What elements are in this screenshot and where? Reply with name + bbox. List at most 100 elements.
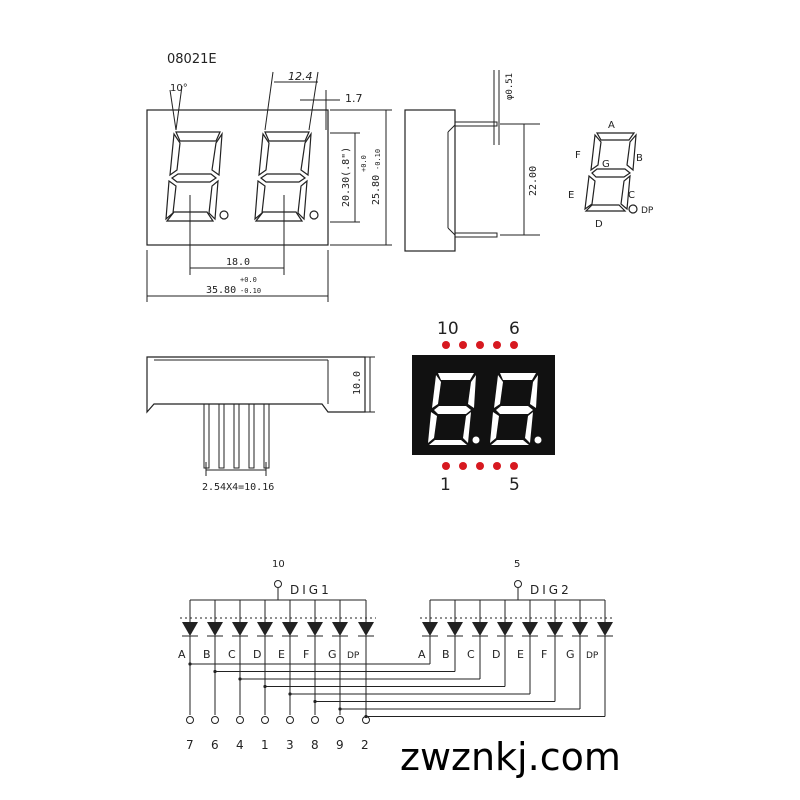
diode-icon (547, 622, 563, 636)
pin-terminal (286, 716, 294, 724)
display-photo: 10 6 1 5 (412, 319, 555, 495)
dig2-label: DIG2 (530, 583, 572, 597)
dim-body-depth: 10.0 (352, 371, 363, 395)
seg-label-g: G (602, 159, 610, 170)
seg-label: D (253, 648, 261, 661)
photo-pin-1: 1 (440, 475, 451, 495)
dig1-pin-number: 10 (272, 559, 285, 570)
seg-label: DP (347, 651, 360, 661)
schematic-seg-labels-2: A B C D E F G DP (418, 648, 599, 661)
junction-dot (313, 699, 317, 704)
dig1-terminal (274, 580, 282, 588)
pin-dot (493, 462, 501, 470)
dim-digit-height-tol-lower: -0.10 (374, 149, 382, 170)
junction-dot (364, 714, 368, 719)
diode-icon (422, 622, 438, 636)
dim-digit-pitch: 18.0 (226, 257, 250, 268)
dim-pin-span: 22.00 (528, 166, 539, 196)
schematic (180, 580, 615, 724)
schematic-pin-numbers: 7 6 4 1 3 8 9 2 (186, 738, 369, 752)
pin-terminal (311, 716, 319, 724)
photo-digit-2 (490, 373, 542, 445)
diode-icon (597, 622, 613, 636)
photo-pin-5: 5 (509, 475, 520, 495)
dim-pin-diameter: φ0.51 (505, 73, 515, 100)
pin-number: 6 (211, 738, 219, 752)
diode-icon (182, 622, 198, 636)
dim-digit-height-tol-upper: +0.0 (360, 155, 368, 172)
seg-label: DP (586, 651, 599, 661)
junction-dot (288, 692, 292, 696)
dim-offset: 1.7 (345, 92, 363, 105)
junction-dot (213, 669, 217, 674)
seg-label: F (541, 648, 547, 661)
seg-label: B (442, 648, 450, 661)
pin-number: 2 (361, 738, 369, 752)
seg-label-c: C (628, 190, 635, 201)
diode-icon (207, 622, 223, 636)
front-view: 10° 12.4 1.7 20.30(.8") +0.0 -0.10 25.80… (146, 70, 392, 302)
pin-number: 3 (286, 738, 294, 752)
seg-label: D (492, 648, 500, 661)
seg-label-d: D (595, 219, 603, 230)
photo-digit-1 (428, 373, 480, 445)
pin-dot (510, 341, 518, 349)
dim-digit-height: 20.30(.8") (341, 147, 352, 207)
pin-dot (476, 341, 484, 349)
pin-number: 9 (336, 738, 344, 752)
diode-icon (522, 622, 538, 636)
dim-segment-width: 12.4 (288, 70, 313, 83)
seg-label-f: F (575, 150, 581, 161)
pin-terminal (236, 716, 244, 724)
seg-label: C (228, 648, 236, 661)
diode-icon (497, 622, 513, 636)
diode-icon (332, 622, 348, 636)
pin-number: 4 (236, 738, 244, 752)
seg-label: B (203, 648, 211, 661)
pin-dot (442, 341, 450, 349)
photo-pin-10: 10 (437, 319, 459, 339)
part-number: 08021E (167, 52, 217, 67)
diode-icon (447, 622, 463, 636)
pin-number: 1 (261, 738, 269, 752)
diode-icon (307, 622, 323, 636)
diode-icon (572, 622, 588, 636)
bottom-view: 2.54X4=10.16 10.0 (146, 356, 375, 493)
junction-dot (338, 707, 342, 711)
junction-dot (188, 662, 192, 666)
seg-label: E (517, 648, 524, 661)
dim-tilt: 10° (170, 83, 188, 94)
diode-icon (472, 622, 488, 636)
pin-dot (493, 341, 501, 349)
diode-icon (282, 622, 298, 636)
pin-dot (476, 462, 484, 470)
dim-body-width-tol-lower: -0.10 (240, 287, 261, 295)
seg-label: A (178, 648, 186, 661)
junction-dot (238, 677, 242, 681)
seg-label-dp: DP (641, 206, 654, 216)
seg-label: F (303, 648, 309, 661)
side-view: φ0.51 22.00 (404, 70, 540, 252)
dim-body-height: 25.80 (371, 175, 382, 205)
pin-dot (459, 462, 467, 470)
pin-terminal (261, 716, 269, 724)
seg-label-b: B (636, 153, 643, 164)
watermark: zwznkj.com (400, 735, 621, 779)
seg-label: G (328, 648, 337, 661)
front-digit-1 (165, 131, 229, 222)
pin-terminal (336, 716, 344, 724)
diode-icon (358, 622, 374, 636)
seg-label: G (566, 648, 575, 661)
seg-label: A (418, 648, 426, 661)
diode-icon (257, 622, 273, 636)
junction-dot (263, 684, 267, 689)
dig1-label: DIG1 (290, 583, 332, 597)
pin-dot (459, 341, 467, 349)
schematic-seg-labels-1: A B C D E F G DP (178, 648, 360, 661)
seg-label-a: A (608, 120, 615, 131)
photo-pin-6: 6 (509, 319, 520, 339)
dim-pin-pitch: 2.54X4=10.16 (202, 482, 274, 493)
pin-dot (510, 462, 518, 470)
segment-map: A B F G E C D DP (568, 120, 654, 230)
